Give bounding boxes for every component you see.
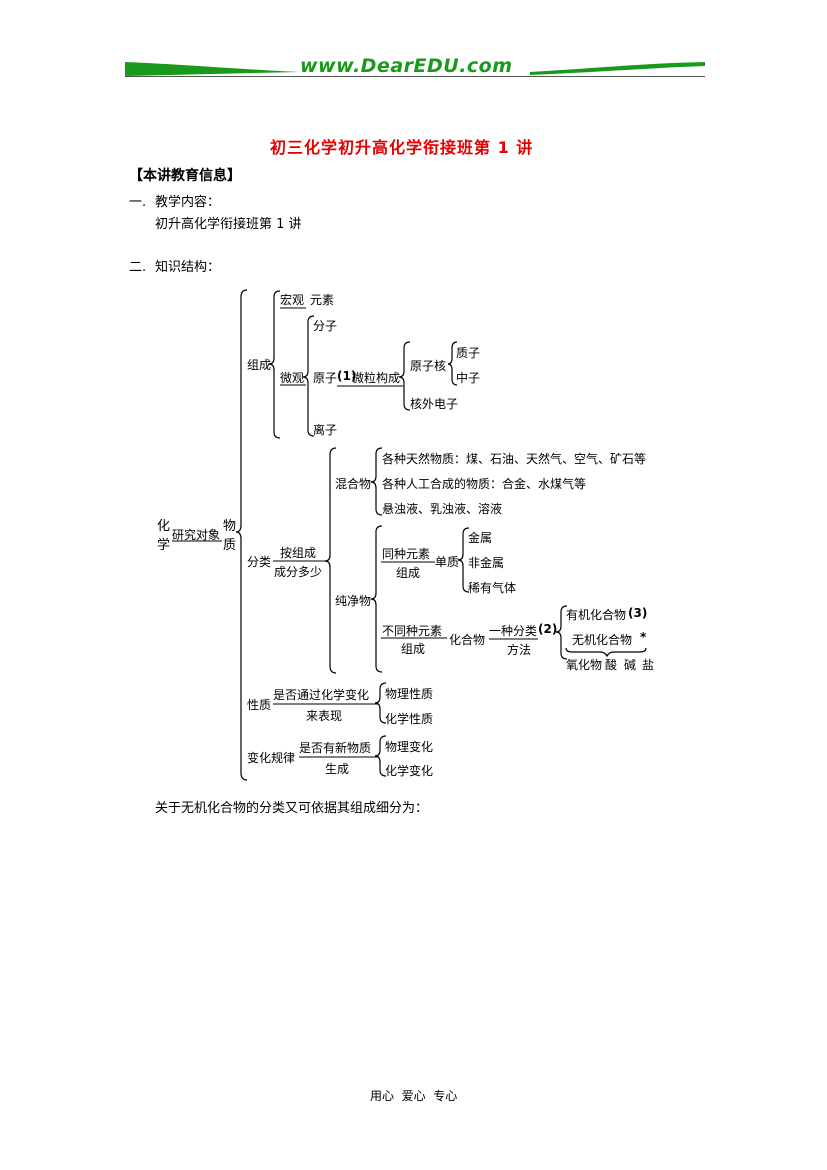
chemical-property-label: 化学性质: [385, 712, 434, 726]
knowledge-diagram: [172, 289, 647, 781]
star-mark: *: [640, 630, 647, 644]
item1-label: 教学内容：: [155, 195, 221, 210]
mixture-brace: [370, 447, 383, 516]
main-brace: [235, 289, 248, 781]
physical-change-label: 物理变化: [385, 740, 434, 754]
same-element-top: 同种元素: [382, 547, 431, 561]
property-condition-top: 是否通过化学变化: [273, 688, 370, 702]
inorganic-underbrace: [565, 647, 647, 658]
proton-label: 质子: [456, 346, 481, 360]
by-composition-top: 按组成: [280, 546, 317, 560]
element-label: 元素: [310, 293, 335, 307]
page-title: 初三化学初升高化学衔接班第 1 讲: [270, 138, 534, 157]
mixture-item-liquids: 悬浊液、乳浊液、溶液: [382, 502, 503, 516]
molecule-label: 分子: [313, 319, 338, 333]
property-condition-bottom: 来表现: [306, 709, 343, 723]
classification-label: 分类: [247, 555, 272, 569]
marker-1: (1): [337, 369, 357, 383]
pure-brace: [370, 525, 383, 673]
mixture-item-natural: 各种天然物质：煤、石油、天然气、空气、矿石等: [382, 452, 647, 466]
header-decoration: [125, 62, 705, 77]
organic-label: 有机化合物: [566, 608, 627, 622]
nonmetal-label: 非金属: [468, 556, 505, 570]
one-method-top: 一种分类: [489, 624, 538, 638]
particle-brace: [398, 341, 411, 411]
micro-label: 微观: [280, 371, 305, 385]
property-brace: [374, 682, 387, 724]
compound-label: 化合物: [449, 633, 486, 647]
metal-label: 金属: [468, 531, 493, 545]
micro-brace: [302, 315, 315, 437]
electron-label: 核外电子: [410, 397, 459, 411]
composition-brace: [268, 290, 281, 439]
simple-substance-label: 单质: [435, 555, 460, 569]
macro-label: 宏观: [280, 293, 305, 307]
oxide-label: 氧化物: [566, 658, 603, 672]
change-brace: [374, 735, 387, 777]
object-substance-bottom: 质: [223, 538, 237, 553]
item1-content: 初升高化学衔接班第 1 讲: [155, 217, 302, 232]
method-brace: [555, 605, 568, 660]
acid-label: 酸: [605, 658, 618, 672]
marker-3: (3): [628, 606, 648, 620]
neutron-label: 中子: [456, 371, 481, 385]
noble-gas-label: 稀有气体: [468, 581, 517, 595]
atom-label: 原子: [313, 371, 338, 385]
item2-label: 知识结构：: [155, 260, 221, 275]
inorganic-label: 无机化合物: [572, 633, 633, 647]
ion-label: 离子: [313, 423, 338, 437]
diff-element-top: 不同种元素: [382, 624, 443, 638]
pure-label: 纯净物: [335, 594, 372, 608]
object-substance-top: 物: [223, 519, 237, 534]
salt-label: 盐: [642, 658, 655, 672]
change-rule-label: 变化规律: [247, 751, 296, 765]
section-header: 【本讲教育信息】: [129, 168, 241, 184]
property-label: 性质: [247, 698, 272, 712]
composition-label: 组成: [247, 358, 272, 372]
item1-number: 一.: [129, 195, 147, 210]
chemical-change-label: 化学变化: [385, 764, 434, 778]
base-label: 碱: [624, 658, 637, 672]
nucleus-label: 原子核: [410, 359, 447, 373]
research-object-label: 研究对象: [172, 528, 221, 542]
marker-2: (2): [538, 622, 558, 636]
root-chemistry-top: 化: [157, 519, 171, 534]
simple-brace: [457, 527, 470, 593]
page-footer: 用心 爱心 专心: [370, 1089, 458, 1103]
diff-element-bottom: 组成: [401, 642, 426, 656]
change-condition-top: 是否有新物质: [299, 741, 372, 755]
one-method-bottom: 方法: [507, 643, 532, 657]
physical-property-label: 物理性质: [385, 687, 434, 701]
mixture-label: 混合物: [335, 477, 372, 491]
same-element-bottom: 组成: [396, 566, 421, 580]
closing-text: 关于无机化合物的分类又可依据其组成细分为：: [155, 801, 429, 816]
item2-number: 二.: [129, 260, 147, 275]
by-composition-bottom: 成分多少: [274, 565, 323, 579]
root-chemistry-bottom: 学: [157, 538, 171, 553]
mixture-item-synthetic: 各种人工合成的物质：合金、水煤气等: [382, 477, 587, 491]
particle-composition-label: 微粒构成: [352, 371, 401, 385]
site-logo: www.DearEDU.com: [300, 55, 513, 77]
nucleus-brace: [447, 341, 458, 386]
change-condition-bottom: 生成: [325, 762, 350, 776]
